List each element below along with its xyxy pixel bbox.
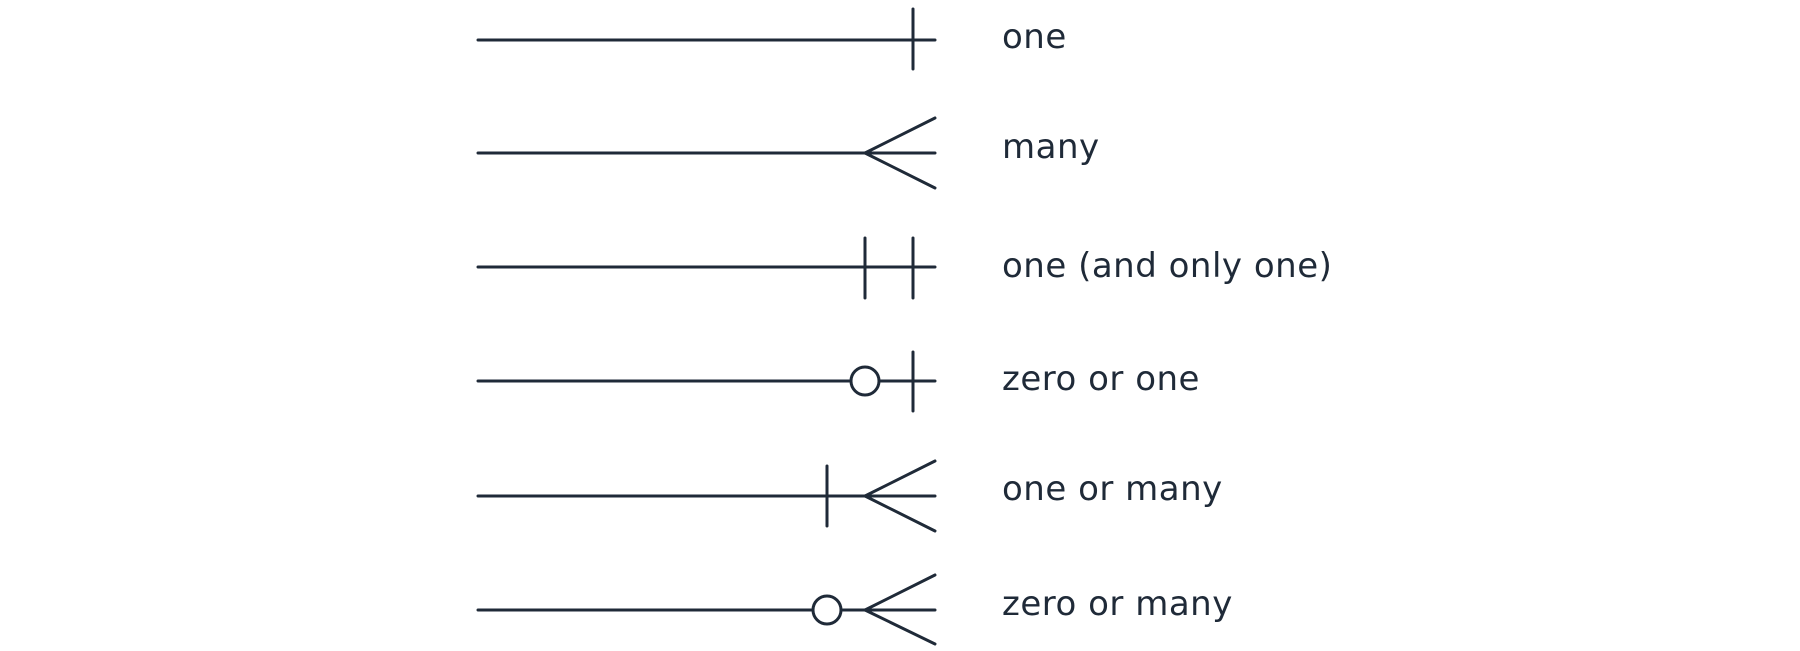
one-icon <box>476 7 937 71</box>
legend-label-zero-or-one: zero or one <box>1002 359 1200 399</box>
legend-label-zero-or-many: zero or many <box>1002 584 1233 624</box>
many-icon <box>476 116 937 190</box>
zero-or-one-icon <box>476 350 937 413</box>
legend-row-zero-or-many: zero or many <box>476 573 1233 646</box>
legend-label-one-and-only-one: one (and only one) <box>1002 246 1332 286</box>
zero-or-many-icon <box>476 573 937 646</box>
legend-label-one-or-many: one or many <box>1002 469 1223 509</box>
legend-row-zero-or-one: zero or one <box>476 350 1200 413</box>
one-and-only-one-icon <box>476 236 937 300</box>
legend-row-one: one <box>476 7 1067 71</box>
legend-row-one-and-only-one: one (and only one) <box>476 236 1332 300</box>
one-or-many-icon <box>476 459 937 533</box>
legend-row-many: many <box>476 116 1100 190</box>
legend-label-one: one <box>1002 17 1067 57</box>
legend-row-one-or-many: one or many <box>476 459 1223 533</box>
legend-label-many: many <box>1002 127 1100 167</box>
